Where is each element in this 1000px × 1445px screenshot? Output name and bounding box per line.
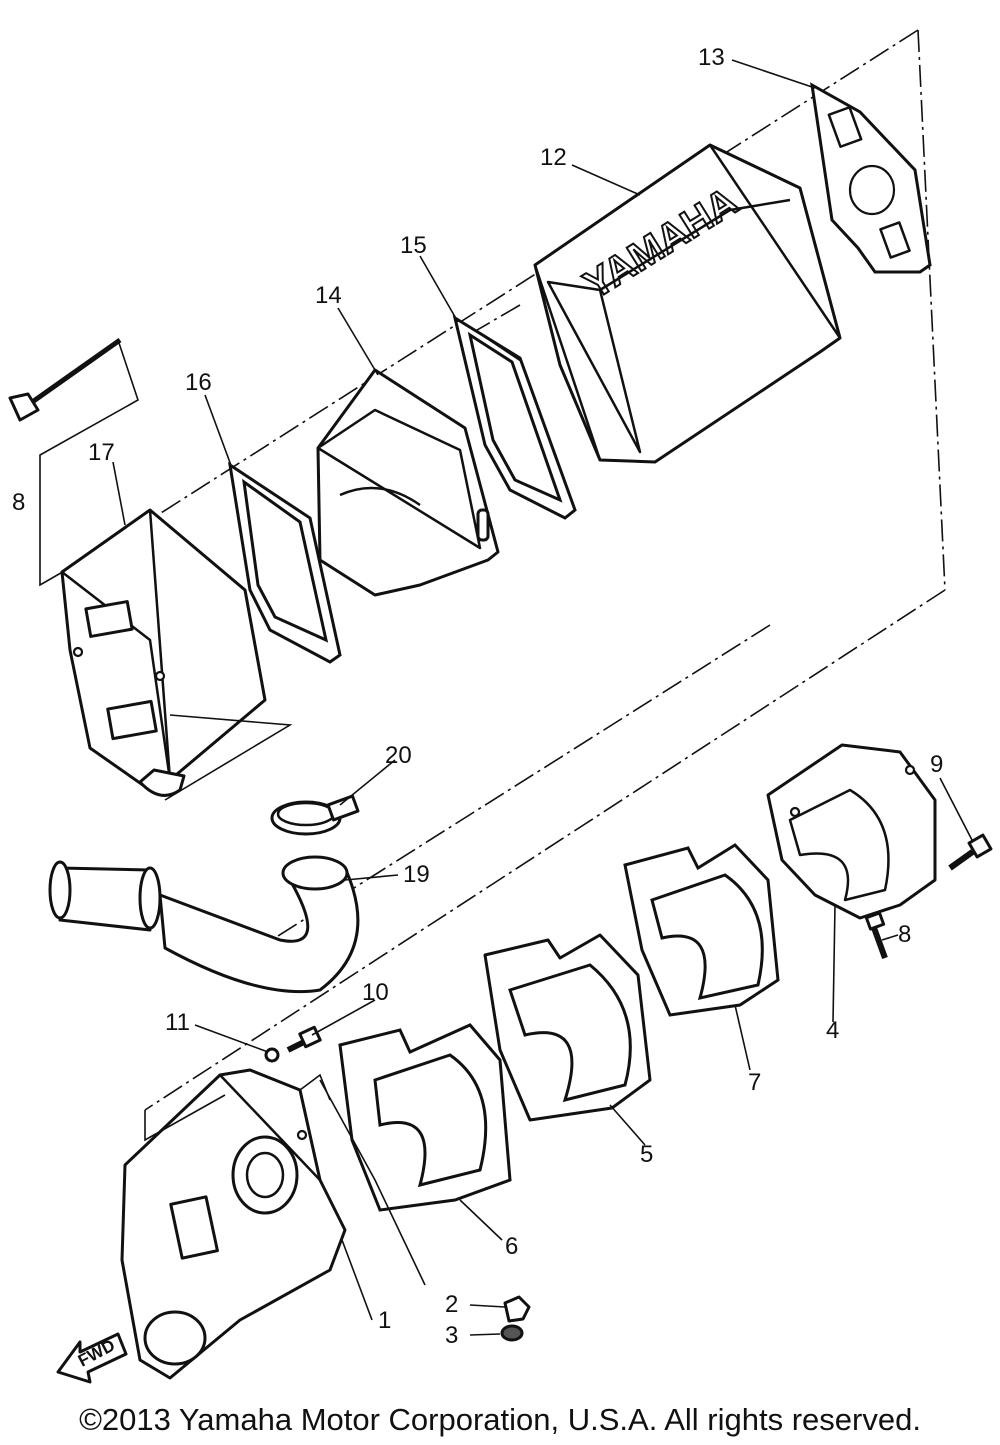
part-12-chamber-cover: YAMAHA [533, 143, 842, 464]
callout-16: 16 [185, 369, 212, 396]
callout-14: 14 [315, 282, 342, 309]
callout-20: 20 [385, 742, 412, 769]
callout-12: 12 [540, 144, 567, 171]
callout-11: 11 [165, 1009, 190, 1036]
part-4-housing-cover [766, 743, 937, 920]
callout-3: 3 [445, 1322, 458, 1349]
exploded-parts-diagram: YAMAHA [8, 29, 993, 1384]
callout-1: 1 [378, 1307, 391, 1334]
part-8-short-bolt [864, 911, 888, 960]
callout-leaders [112, 59, 973, 1336]
part-20-hose-clamp [270, 794, 360, 836]
part-5-plate [483, 933, 652, 1122]
part-1-main-housing [120, 1068, 347, 1380]
callout-5: 5 [640, 1141, 653, 1168]
callout-9: 9 [930, 751, 943, 778]
callout-10: 10 [362, 979, 389, 1006]
fwd-direction-arrow: FWD [56, 1332, 128, 1384]
callout-6: 6 [505, 1233, 518, 1260]
callout-8-long-bolt: 8 [12, 489, 25, 516]
callout-8-short-bolt: 8 [898, 921, 911, 948]
part-10-bolt [286, 1025, 322, 1053]
callout-7: 7 [748, 1069, 761, 1096]
part-16-gasket [227, 461, 342, 664]
copyright-notice: ©2013 Yamaha Motor Corporation, U.S.A. A… [79, 1402, 921, 1437]
part-13-gasket [810, 82, 932, 274]
callout-13: 13 [698, 44, 725, 71]
part-6-gasket [338, 1023, 512, 1212]
part-8-long-bolt [8, 337, 139, 587]
part-3-washer [500, 1324, 524, 1342]
part-2-drain-plug [503, 1295, 531, 1323]
callout-19: 19 [403, 861, 430, 888]
part-14-inner-cover [316, 368, 500, 597]
assembly-axis-lines [144, 29, 946, 1111]
callout-17: 17 [88, 439, 115, 466]
part-19-exhaust-hose [48, 855, 360, 994]
callout-2: 2 [445, 1291, 458, 1318]
part-11-washer [264, 1047, 280, 1063]
part-17-cover-box [60, 508, 293, 801]
callout-4: 4 [826, 1017, 839, 1044]
part-9-bolt [948, 833, 993, 871]
part-7-gasket [623, 843, 780, 1017]
callout-15: 15 [400, 232, 427, 259]
callout-labels: 1 2 3 4 5 6 7 8 8 9 10 11 12 13 14 15 16… [12, 44, 943, 1349]
part-15-gasket [452, 314, 577, 520]
